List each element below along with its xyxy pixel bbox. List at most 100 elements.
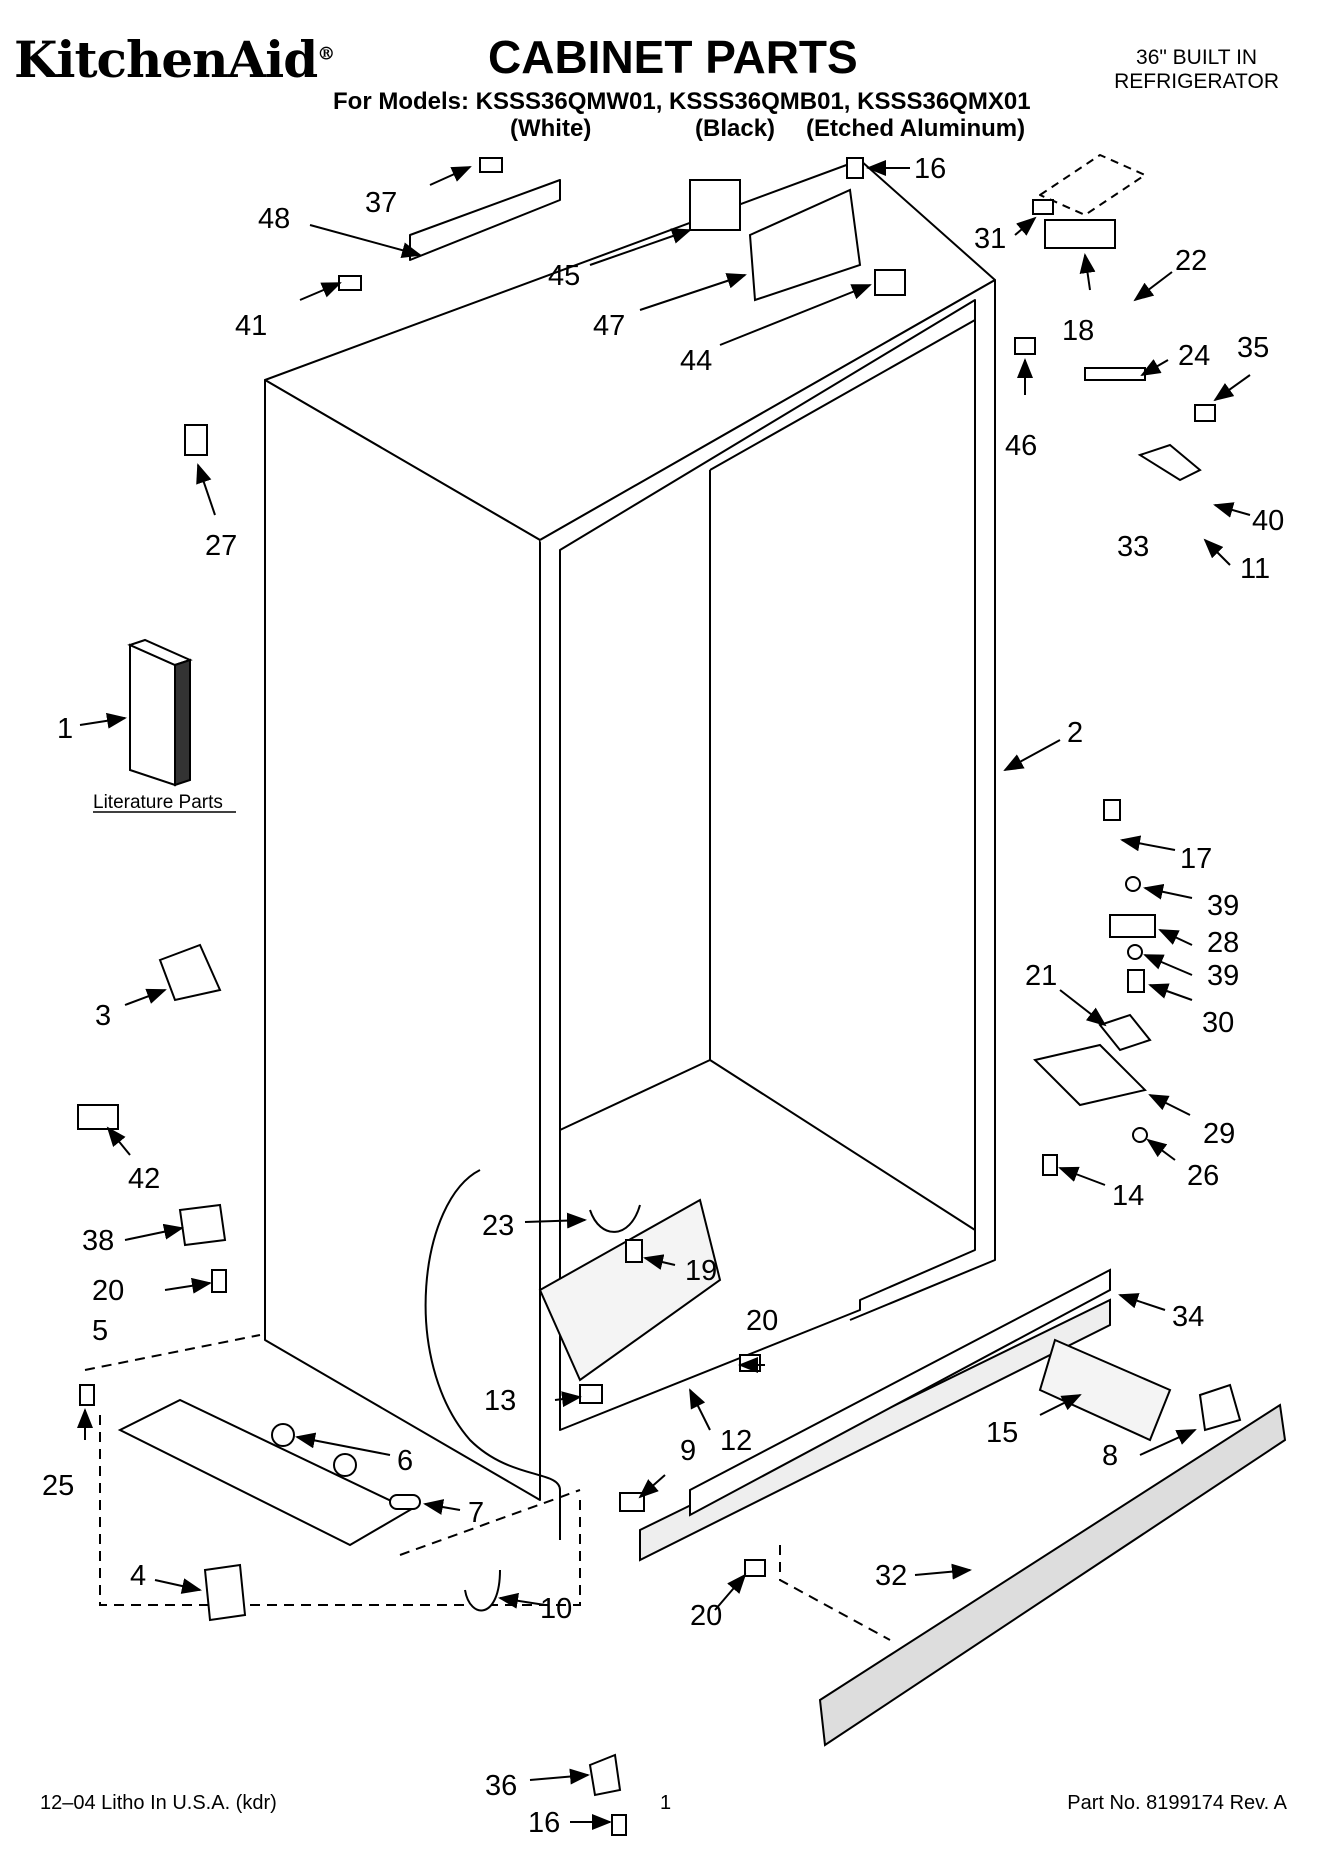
leader-arrow: [154, 1578, 202, 1594]
clip-part: [619, 1492, 645, 1512]
tray-dash-outline: [99, 1415, 581, 1606]
trim-dash-connector: [779, 1545, 891, 1641]
screw-part: [739, 1354, 761, 1372]
callout-23: 23: [482, 1210, 514, 1242]
callout-12: 12: [720, 1425, 752, 1457]
callout-47: 47: [593, 310, 625, 342]
part-number: Part No. 8199174 Rev. A: [1067, 1792, 1287, 1814]
page-title: CABINET PARTS: [488, 31, 858, 83]
screw-part: [211, 1269, 227, 1293]
callout-3: 3: [95, 1000, 111, 1032]
callout-15: 15: [986, 1417, 1018, 1449]
callout-16-top: 16: [914, 153, 946, 185]
leader-arrow: [643, 1254, 676, 1270]
leader-arrow: [164, 1277, 212, 1294]
callout-37: 37: [365, 187, 397, 219]
callout-14: 14: [1112, 1180, 1144, 1212]
leader-arrow: [1143, 883, 1193, 900]
literature-parts-label: Literature Parts: [93, 792, 223, 813]
callout-33: 33: [1117, 531, 1149, 563]
product-type: 36" BUILT IN REFRIGERATOR: [1114, 46, 1279, 94]
callout-31: 31: [974, 223, 1006, 255]
screw-part: [1032, 199, 1054, 215]
brand-logo: KitchenAid®: [14, 30, 335, 89]
product-type-line2: REFRIGERATOR: [1114, 70, 1279, 93]
leader-arrow: [429, 166, 472, 186]
leader-arrow: [714, 1573, 747, 1611]
leader-arrow: [423, 1499, 461, 1515]
screw-part: [1042, 1154, 1058, 1176]
cabinet-top-rear: [409, 179, 561, 261]
hinge-bracket-part: [1033, 1043, 1147, 1107]
screw-part: [625, 1239, 643, 1263]
callout-19: 19: [685, 1255, 717, 1287]
leader-arrow: [1148, 1094, 1191, 1116]
callout-45: 45: [548, 260, 580, 292]
callout-34: 34: [1172, 1301, 1204, 1333]
screw-part: [338, 275, 362, 291]
bracket-part: [1137, 443, 1202, 482]
callout-10: 10: [540, 1593, 572, 1625]
leader-arrow: [1148, 983, 1193, 1001]
toe-grille: [639, 1298, 1111, 1562]
caster-part: [203, 1563, 247, 1622]
leader-arrow: [106, 1126, 131, 1156]
hinge-plate-part: [1109, 914, 1156, 938]
leader-arrow: [1213, 502, 1251, 518]
callout-7: 7: [468, 1497, 484, 1529]
callout-24: 24: [1178, 340, 1210, 372]
models-line: For Models: KSSS36QMW01, KSSS36QMB01, KS…: [333, 88, 1031, 115]
callout-17: 17: [1180, 843, 1212, 875]
leader-arrow: [1120, 835, 1176, 852]
grommet-part: [333, 1453, 357, 1477]
base-tray: [117, 1398, 413, 1547]
clip-part: [184, 424, 208, 456]
callout-20a: 20: [92, 1275, 124, 1307]
washer-part: [1132, 1127, 1148, 1143]
registered-mark: ®: [317, 43, 335, 65]
callout-4: 4: [130, 1560, 146, 1592]
bracket-part: [178, 1203, 227, 1247]
clip-part: [158, 943, 222, 1002]
screw-part: [479, 157, 503, 173]
spring-part: [1084, 367, 1146, 381]
callout-38: 38: [82, 1225, 114, 1257]
bracket-part: [748, 188, 862, 302]
gasket-part: [389, 1494, 421, 1510]
leader-arrow: [1140, 359, 1169, 376]
callout-6: 6: [397, 1445, 413, 1477]
leader-arrow: [1213, 374, 1251, 402]
callout-46: 46: [1005, 430, 1037, 462]
hinge-part: [1098, 1013, 1152, 1052]
leader-arrow: [914, 1563, 972, 1580]
clip-part: [874, 269, 906, 296]
callout-40: 40: [1252, 505, 1284, 537]
leader-arrow: [1158, 929, 1193, 946]
leader-arrow: [124, 1223, 184, 1241]
callout-35: 35: [1237, 332, 1269, 364]
callout-8: 8: [1102, 1440, 1118, 1472]
callout-44: 44: [680, 345, 712, 377]
callout-9: 9: [680, 1435, 696, 1467]
leader-arrow: [638, 1474, 666, 1499]
washer-part: [1127, 944, 1143, 960]
leader-arrow: [639, 273, 747, 311]
filter-cap-part: [1198, 1383, 1242, 1432]
literature-parts-book: [127, 638, 193, 787]
leader-arrow: [1143, 954, 1193, 976]
leader-arrow: [1079, 253, 1096, 291]
brand-name: KitchenAid: [14, 30, 318, 89]
callout-30: 30: [1202, 1007, 1234, 1039]
hinge-bracket-top-outline: [1039, 154, 1146, 216]
callout-39a: 39: [1207, 890, 1239, 922]
base-trim: [818, 1403, 1287, 1747]
callout-2: 2: [1067, 717, 1083, 749]
leader-arrow: [1146, 1138, 1176, 1161]
callout-48: 48: [258, 203, 290, 235]
callout-20c: 20: [690, 1600, 722, 1632]
hinge-part: [1044, 219, 1116, 249]
callout-39b: 39: [1207, 960, 1239, 992]
leader-arrow: [1133, 271, 1173, 302]
filter-housing: [538, 1198, 722, 1382]
